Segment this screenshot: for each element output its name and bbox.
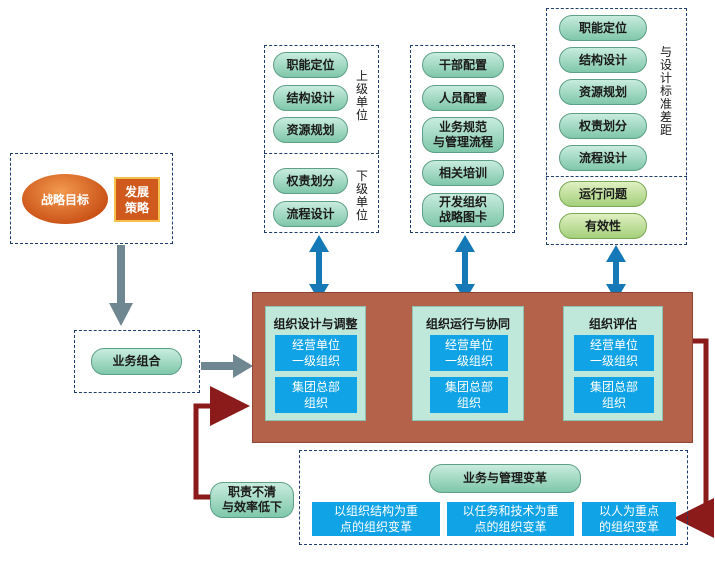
lower-item-1: 权责划分 — [273, 168, 348, 194]
middle-item-2: 人员配置 — [422, 85, 504, 111]
green-item-1: 运行问题 — [559, 181, 647, 207]
feedback-pill: 职责不清 与效率低下 — [210, 482, 294, 518]
reform-box — [299, 450, 688, 545]
loop-feedback-to-design — [193, 386, 250, 500]
lower-unit-label: 下级单位 — [355, 169, 368, 222]
operation-group-box — [410, 45, 515, 233]
right-item-2: 结构设计 — [559, 47, 647, 73]
strategy-goal-oval: 战略目标 — [22, 174, 108, 224]
development-strategy-box: 发展 策略 — [114, 177, 160, 222]
stage-operation-business-unit: 经营单位 一级组织 — [430, 335, 508, 371]
evaluation-group-divider — [546, 176, 687, 177]
stage-design-title: 组织设计与调整 — [273, 317, 358, 331]
portfolio-box — [74, 330, 200, 393]
stage-evaluation-headquarters: 集团总部 组织 — [574, 377, 654, 413]
reform-item-people: 以人为重点 的组织变革 — [582, 502, 676, 536]
right-item-1: 职能定位 — [559, 15, 647, 41]
reform-item-structure: 以组织结构为重 点的组织变革 — [312, 502, 440, 536]
upper-item-3: 资源规划 — [273, 117, 348, 143]
upper-item-2: 结构设计 — [273, 85, 348, 111]
reform-title-pill: 业务与管理变革 — [429, 464, 581, 493]
right-item-5: 流程设计 — [559, 145, 647, 171]
unit-group-box — [264, 45, 379, 233]
stage-design: 组织设计与调整 经营单位 一级组织 集团总部 组织 — [265, 306, 366, 421]
upper-unit-label: 上级单位 — [355, 69, 368, 122]
evaluation-group-box — [546, 8, 687, 245]
middle-item-5: 开发组织 战略图卡 — [422, 193, 504, 227]
standard-gap-label: 与设计标准差距 — [659, 45, 672, 137]
middle-item-3: 业务规范 与管理流程 — [422, 117, 504, 153]
arrow-strategy-to-portfolio — [109, 245, 133, 326]
stage-operation-title: 组织运行与协同 — [425, 317, 510, 331]
middle-item-4: 相关培训 — [422, 160, 504, 186]
stage-operation: 组织运行与协同 经营单位 一级组织 集团总部 组织 — [412, 306, 524, 421]
unit-group-divider — [264, 153, 379, 154]
stage-evaluation: 组织评估 经营单位 一级组织 集团总部 组织 — [563, 306, 663, 421]
stage-design-business-unit: 经营单位 一级组织 — [275, 335, 357, 371]
right-item-3: 资源规划 — [559, 79, 647, 105]
green-item-2: 有效性 — [559, 213, 647, 239]
stage-evaluation-business-unit: 经营单位 一级组织 — [574, 335, 654, 371]
lower-item-2: 流程设计 — [273, 201, 348, 227]
upper-item-1: 职能定位 — [273, 52, 348, 78]
stage-operation-headquarters: 集团总部 组织 — [430, 377, 508, 413]
strategy-box — [10, 153, 173, 244]
middle-item-1: 干部配置 — [422, 52, 504, 78]
stage-evaluation-title: 组织评估 — [588, 317, 637, 331]
portfolio-pill: 业务组合 — [91, 348, 182, 375]
arrow-portfolio-to-design — [201, 354, 253, 378]
right-item-4: 权责划分 — [559, 113, 647, 139]
reform-item-task-tech: 以任务和技术为重 点的组织变革 — [447, 502, 574, 536]
stage-design-headquarters: 集团总部 组织 — [275, 377, 357, 413]
